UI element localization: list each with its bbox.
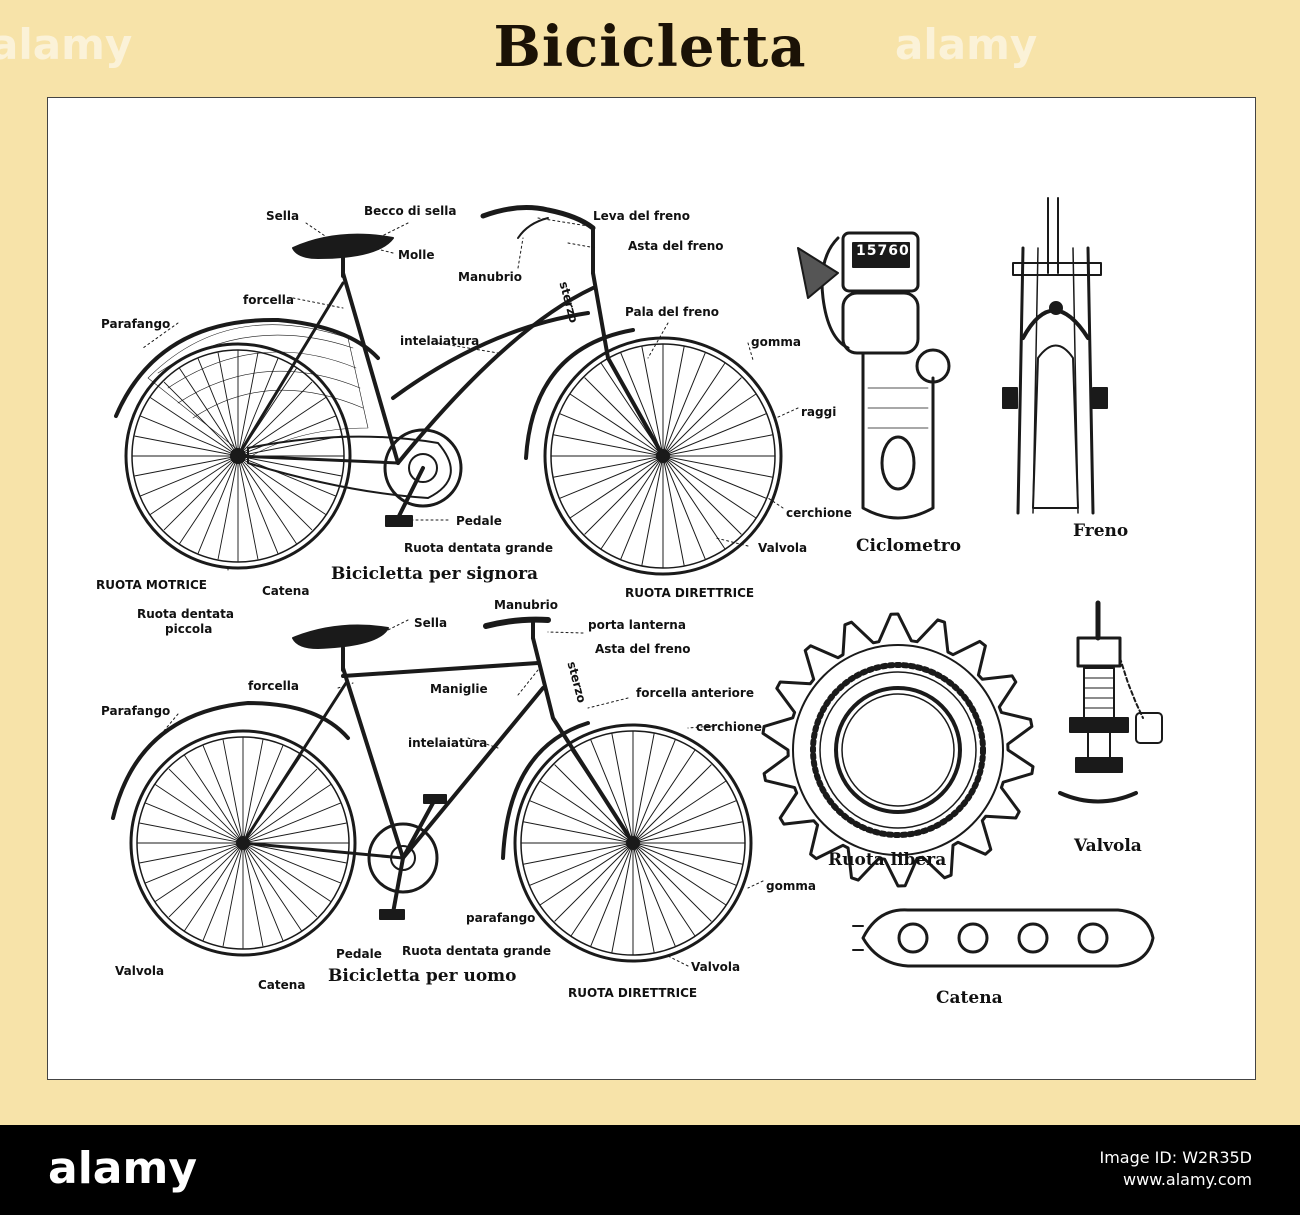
caption-man-bike: Bicicletta per uomo (328, 966, 517, 986)
footer-brand: alamy (48, 1143, 197, 1194)
lady-label-manubrio: Manubrio (458, 270, 522, 284)
lady-bike-drawing (114, 205, 783, 576)
lady-label-leva: Leva del freno (593, 209, 690, 223)
lady-label-pedale: Pedale (456, 514, 502, 528)
lady-label-catena: Catena (262, 584, 310, 598)
watermark-top-left: alamy (0, 20, 133, 69)
lady-label-ruota-motrice: RUOTA MOTRICE (96, 578, 207, 592)
illustration-panel: Bicicletta per signora Bicicletta per uo… (47, 97, 1256, 1080)
lady-label-pala: Pala del freno (625, 305, 720, 319)
footer-image-id: Image ID: W2R35D www.alamy.com (1099, 1147, 1252, 1191)
cyclometer-drawing (797, 231, 951, 520)
man-label-cerchione: cerchione (696, 720, 762, 734)
caption-freewheel: Ruota libera (828, 850, 947, 870)
caption-brake: Freno (1073, 521, 1129, 541)
man-label-ruota-dentata-grande: Ruota dentata grande (402, 944, 552, 958)
lady-label-valvola: Valvola (758, 541, 808, 555)
man-label-forcella-anteriore: forcella anteriore (636, 686, 754, 700)
man-label-asta: Asta del freno (595, 642, 691, 656)
lady-label-asta: Asta del freno (628, 239, 724, 253)
chain-drawing (852, 908, 1155, 968)
man-label-parafango-post: parafango (466, 911, 536, 925)
man-label-catena: Catena (258, 978, 306, 992)
lady-label-becco: Becco di sella (364, 204, 457, 218)
lady-label-parafango: Parafango (101, 317, 171, 331)
caption-valve: Valvola (1074, 836, 1142, 856)
man-label-manubrio: Manubrio (494, 598, 558, 612)
caption-lady-bike: Bicicletta per signora (331, 564, 539, 584)
cyclometer-counter: 15760 (856, 243, 910, 259)
lady-label-ruota-direttrice: RUOTA DIRETTRICE (625, 586, 755, 600)
lady-label-intelaiatura: intelaiatura (400, 334, 480, 348)
man-label-valvola-left: Valvola (115, 964, 165, 978)
man-label-gomma: gomma (766, 879, 816, 893)
footer-image-id-text: Image ID: W2R35D (1099, 1148, 1252, 1167)
lady-label-ruota-dentata-grande: Ruota dentata grande (404, 541, 554, 555)
man-label-parafango: Parafango (101, 704, 171, 718)
lady-label-ruota-dentata-piccola: Ruota dentata (137, 607, 234, 621)
man-label-porta-lanterna: porta lanterna (588, 618, 686, 632)
caption-chain: Catena (936, 988, 1003, 1008)
leader-lines (142, 217, 799, 967)
man-label-pedale: Pedale (336, 947, 382, 961)
lady-label-ruota-dentata-piccola-2: piccola (165, 622, 213, 636)
footer-site: www.alamy.com (1123, 1170, 1252, 1189)
man-label-sella: Sella (414, 616, 448, 630)
man-label-ruota-direttrice: RUOTA DIRETTRICE (568, 986, 698, 1000)
engravings (111, 197, 1163, 968)
lady-label-sella: Sella (266, 209, 300, 223)
man-label-intelaiatura: intelaiatura (408, 736, 488, 750)
lady-label-gomma: gomma (751, 335, 801, 349)
man-label-maniglie: Maniglie (430, 682, 488, 696)
footer-bar: alamy Image ID: W2R35D www.alamy.com (0, 1125, 1300, 1215)
watermark-top-right: alamy (895, 20, 1038, 69)
valve-drawing (1058, 600, 1163, 804)
man-label-valvola-right: Valvola (691, 960, 741, 974)
man-bike-drawing (111, 616, 753, 963)
page-title: Bicicletta (493, 14, 807, 80)
brake-drawing (1002, 197, 1108, 515)
freewheel-drawing (761, 612, 1035, 888)
lady-label-forcella: forcella (243, 293, 294, 307)
man-label-forcella: forcella (248, 679, 299, 693)
lady-label-cerchione: cerchione (786, 506, 852, 520)
lady-label-raggi: raggi (801, 405, 837, 419)
lady-label-molle: Molle (398, 248, 435, 262)
caption-cyclometer: Ciclometro (856, 536, 962, 556)
